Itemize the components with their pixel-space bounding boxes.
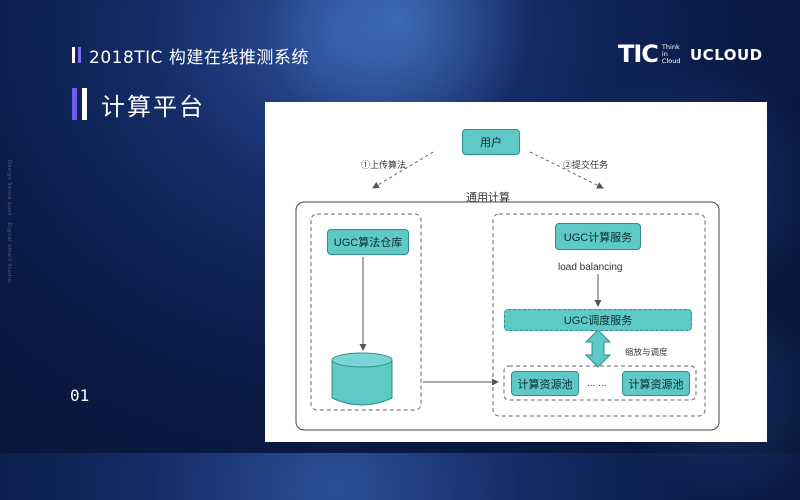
section-title-text: 计算平台 [101, 92, 205, 121]
diagram-connectors [295, 151, 720, 431]
tic-logo-line: Cloud [661, 56, 681, 65]
side-watermark: Design Sense push · Digital smart Studio [6, 160, 12, 283]
slide-header: 2018TIC 构建在线推测系统 [72, 44, 309, 68]
submit-task-label: ②提交任务 [563, 160, 609, 170]
resource-pool-left: 计算资源池 [511, 371, 579, 396]
upload-algorithm-label: ①上传算法 [361, 160, 407, 170]
load-balancing-label: load balancing [558, 262, 623, 273]
tic-logo-subtext: Think in Cloud [661, 42, 681, 65]
tic-logo-line: in [661, 49, 668, 58]
left-dashed-group [310, 213, 422, 411]
scale-schedule-label: 缩放与调度 [625, 347, 668, 357]
database-cylinder-top [331, 352, 393, 368]
pool-ellipsis: ... ... [587, 378, 607, 389]
page-number: 01 [70, 386, 90, 405]
outer-container [295, 201, 720, 431]
resource-pool-right: 计算资源池 [622, 371, 690, 396]
arrow-user-to-right [529, 151, 604, 189]
compute-service-node: UGC计算服务 [555, 223, 641, 250]
section-bars-icon [72, 88, 87, 120]
scheduler-node: UGC调度服务 [504, 309, 692, 331]
header-title-text: 2018TIC 构建在线推测系统 [89, 47, 309, 68]
database-cylinder [331, 360, 393, 406]
general-compute-label: 通用计算 [466, 192, 510, 204]
pool-dashed-group [503, 365, 697, 401]
architecture-diagram: 用户 ①上传算法 ②提交任务 通用计算 UGC算法仓库 UGC计算服务 load… [265, 102, 767, 442]
user-node: 用户 [462, 129, 520, 155]
ucloud-logo: UCLOUD [690, 46, 763, 64]
header-bars-icon [72, 47, 81, 63]
tic-logo-line: Think [661, 42, 680, 51]
section-heading: 计算平台 [72, 88, 205, 121]
double-arrow-icon [584, 329, 612, 368]
tic-logo: TIC Think in Cloud [618, 40, 681, 68]
tic-logo-mark: TIC [618, 40, 659, 68]
algorithm-repo-node: UGC算法仓库 [327, 229, 409, 255]
right-dashed-group [492, 213, 706, 417]
